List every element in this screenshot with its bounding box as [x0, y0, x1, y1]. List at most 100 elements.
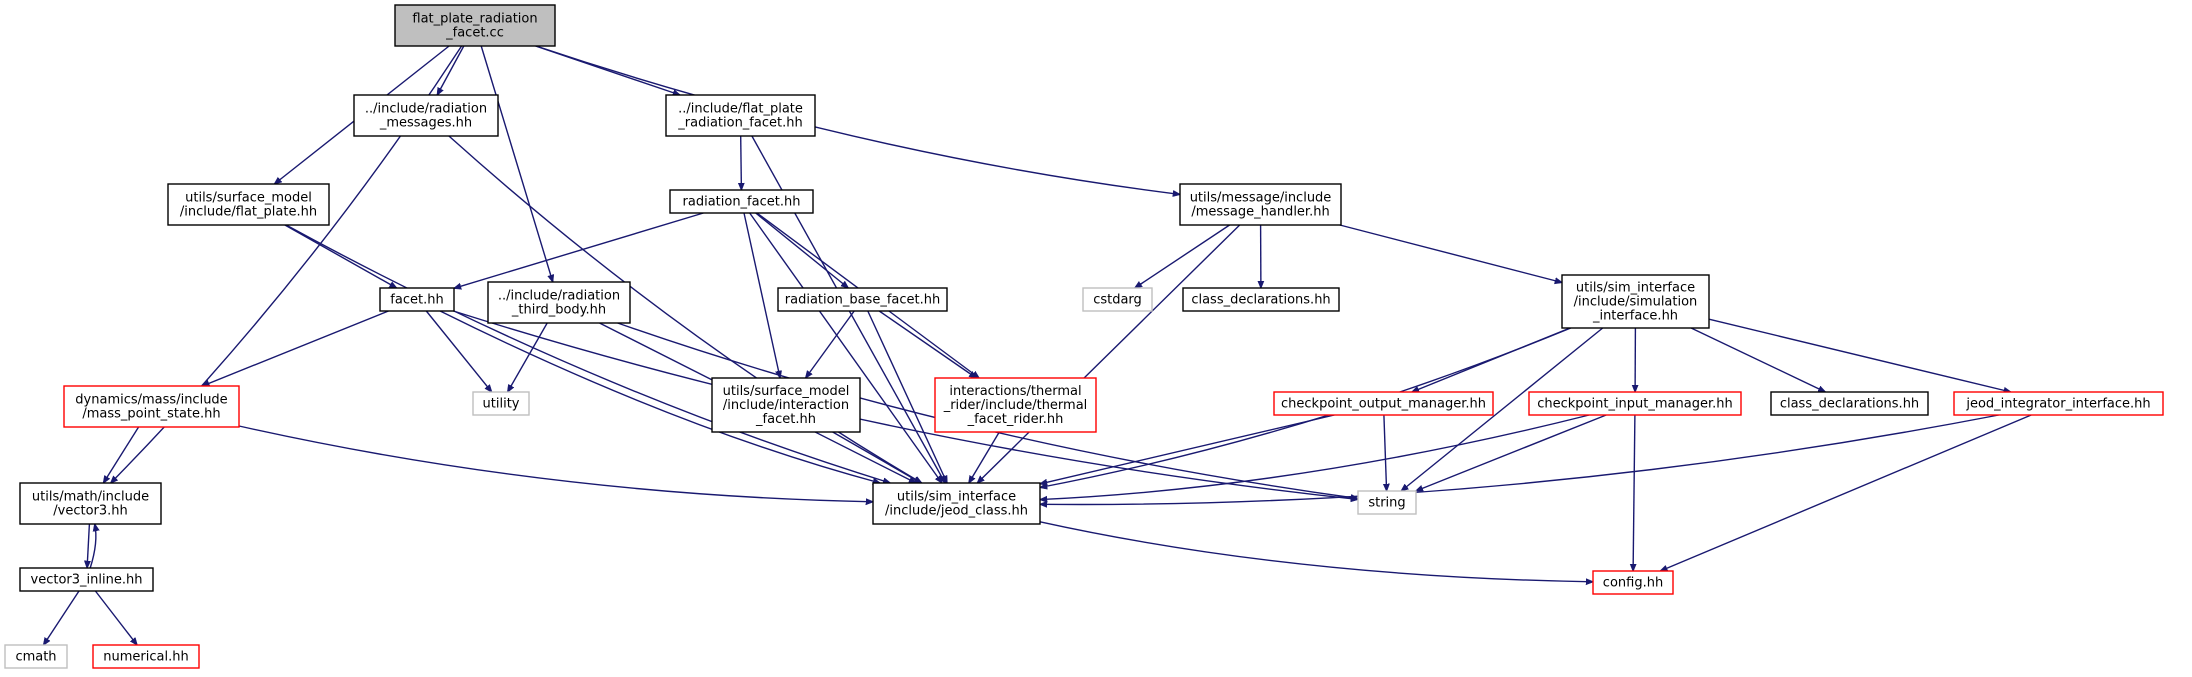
node-jeod_integ[interactable]: jeod_integrator_interface.hh [1953, 391, 2164, 416]
edge-vector3_inline-to-vector3 [89, 524, 96, 569]
node-jeod_class[interactable]: utils/sim_interface/include/jeod_class.h… [872, 482, 1041, 525]
edge-third_body-to-utility [508, 322, 548, 392]
node-label-line: _third_body.hh [511, 303, 606, 318]
node-label-line: /vector3.hh [53, 504, 128, 519]
edge-root-to-msg_handler [535, 45, 1180, 194]
edge-sim_iface-to-string [1401, 327, 1604, 491]
node-utility: utility [472, 391, 530, 416]
node-box [167, 183, 330, 226]
node-sm_flat_plate[interactable]: utils/surface_model/include/flat_plate.h… [167, 183, 330, 226]
node-label-line: utils/sim_interface [1576, 281, 1695, 296]
node-label-line: jeod_integrator_interface.hh [1965, 397, 2150, 412]
node-box [19, 567, 154, 592]
node-box [711, 377, 861, 433]
node-label-line: dynamics/mass/include [75, 393, 227, 408]
edge-rad_base-to-jeod_class [867, 310, 948, 483]
node-label-line: _facet_rider.hh [967, 412, 1064, 427]
node-box [92, 644, 200, 669]
node-box [1953, 391, 2164, 416]
node-label-line: _messages.hh [379, 116, 472, 131]
node-label-line: class_declarations.hh [1780, 397, 1919, 412]
node-rad_base[interactable]: radiation_base_facet.hh [777, 287, 948, 312]
edge-jeod_integ-to-jeod_class [1040, 414, 1999, 504]
node-label-line: class_declarations.hh [1191, 293, 1330, 308]
node-label-line: cstdarg [1093, 293, 1142, 308]
edge-rad_facet-to-jeod_class [749, 212, 942, 483]
edge-facet-to-string [453, 310, 1358, 499]
edge-msg_handler-to-sim_iface [1339, 224, 1562, 283]
edge-facet-to-mass_point [202, 310, 389, 387]
node-vector3_inline[interactable]: vector3_inline.hh [19, 567, 154, 592]
node-fp_facet_hh[interactable]: ../include/flat_plate_radiation_facet.hh [665, 94, 816, 137]
node-msg_handler[interactable]: utils/message/include/message_handler.hh [1179, 183, 1342, 226]
node-ckpt_in[interactable]: checkpoint_input_manager.hh [1528, 391, 1742, 416]
node-label-line: radiation_facet.hh [683, 195, 801, 210]
dependency-edges [44, 45, 2032, 645]
node-class_decl_2[interactable]: class_declarations.hh [1770, 391, 1929, 416]
node-vector3[interactable]: utils/math/include/vector3.hh [19, 482, 162, 525]
node-box [1273, 391, 1494, 416]
edge-ckpt_out-to-string [1384, 414, 1387, 491]
node-label-line: /include/flat_plate.hh [180, 205, 317, 220]
node-label-line: /include/jeod_class.hh [885, 504, 1028, 519]
node-box [1770, 391, 1929, 416]
edge-vector3_inline-to-numerical [94, 590, 137, 645]
node-label-line: _rider/include/thermal [943, 398, 1088, 413]
edge-vector3-to-vector3_inline [87, 523, 89, 568]
edge-fp_facet_hh-to-rad_facet [741, 135, 742, 190]
node-label-line: facet.hh [390, 293, 443, 308]
node-interaction[interactable]: utils/surface_model/include/interaction_… [711, 377, 861, 433]
node-label-line: /mass_point_state.hh [82, 407, 220, 422]
node-box [4, 644, 68, 669]
node-box [63, 385, 240, 428]
node-rad_msgs[interactable]: ../include/radiation_messages.hh [353, 94, 499, 137]
node-string: string [1357, 490, 1417, 515]
node-box [472, 391, 530, 416]
node-label-line: utils/message/include [1190, 191, 1332, 206]
node-box [1528, 391, 1742, 416]
node-label-line: flat_plate_radiation [412, 12, 537, 27]
node-thermal[interactable]: interactions/thermal_rider/include/therm… [934, 377, 1097, 433]
node-box [1082, 287, 1153, 312]
node-box [487, 281, 631, 324]
node-mass_point[interactable]: dynamics/mass/include/mass_point_state.h… [63, 385, 240, 428]
node-numerical[interactable]: numerical.hh [92, 644, 200, 669]
node-third_body[interactable]: ../include/radiation_third_body.hh [487, 281, 631, 324]
node-facet[interactable]: facet.hh [379, 287, 455, 312]
node-config[interactable]: config.hh [1592, 570, 1674, 595]
edge-interaction-to-jeod_class [832, 431, 921, 483]
node-label-line: numerical.hh [103, 650, 188, 665]
node-root[interactable]: flat_plate_radiation_facet.cc [394, 4, 556, 47]
node-label-line: string [1368, 496, 1405, 511]
node-label-line: utility [483, 397, 520, 412]
node-box [1561, 274, 1710, 329]
node-box [777, 287, 948, 312]
node-sim_iface[interactable]: utils/sim_interface/include/simulation_i… [1561, 274, 1710, 329]
edge-sim_iface-to-jeod_integ [1708, 318, 2011, 392]
node-label-line: interactions/thermal [949, 384, 1081, 399]
node-box [1592, 570, 1674, 595]
node-label-line: _facet.cc [445, 26, 504, 41]
node-box [669, 189, 814, 214]
edge-root-to-rad_msgs [437, 45, 465, 95]
edge-thermal-to-jeod_class [969, 431, 1000, 483]
edge-vector3_inline-to-cmath [44, 590, 80, 645]
node-label-line: utils/surface_model [723, 384, 850, 399]
node-label-line: vector3_inline.hh [31, 573, 143, 588]
edge-ckpt_out-to-jeod_class [1040, 414, 1335, 484]
node-label-line: /include/interaction [723, 398, 849, 413]
node-rad_facet[interactable]: radiation_facet.hh [669, 189, 814, 214]
edge-facet-to-utility [425, 310, 491, 392]
edge-msg_handler-to-jeod_class [977, 224, 1241, 483]
file-nodes: flat_plate_radiation_facet.cc ../include/… [4, 4, 2164, 669]
node-ckpt_out[interactable]: checkpoint_output_manager.hh [1273, 391, 1494, 416]
node-box [1179, 183, 1342, 226]
edge-root-to-third_body [480, 45, 553, 282]
node-label-line: config.hh [1603, 576, 1663, 591]
node-class_decl_1[interactable]: class_declarations.hh [1182, 287, 1340, 312]
node-label-line: ../include/radiation [498, 289, 620, 304]
node-label-line: checkpoint_input_manager.hh [1537, 397, 1733, 412]
node-label-line: ../include/flat_plate [678, 102, 803, 117]
node-label-line: _radiation_facet.hh [677, 116, 802, 131]
node-label-line: /include/simulation [1574, 295, 1698, 310]
